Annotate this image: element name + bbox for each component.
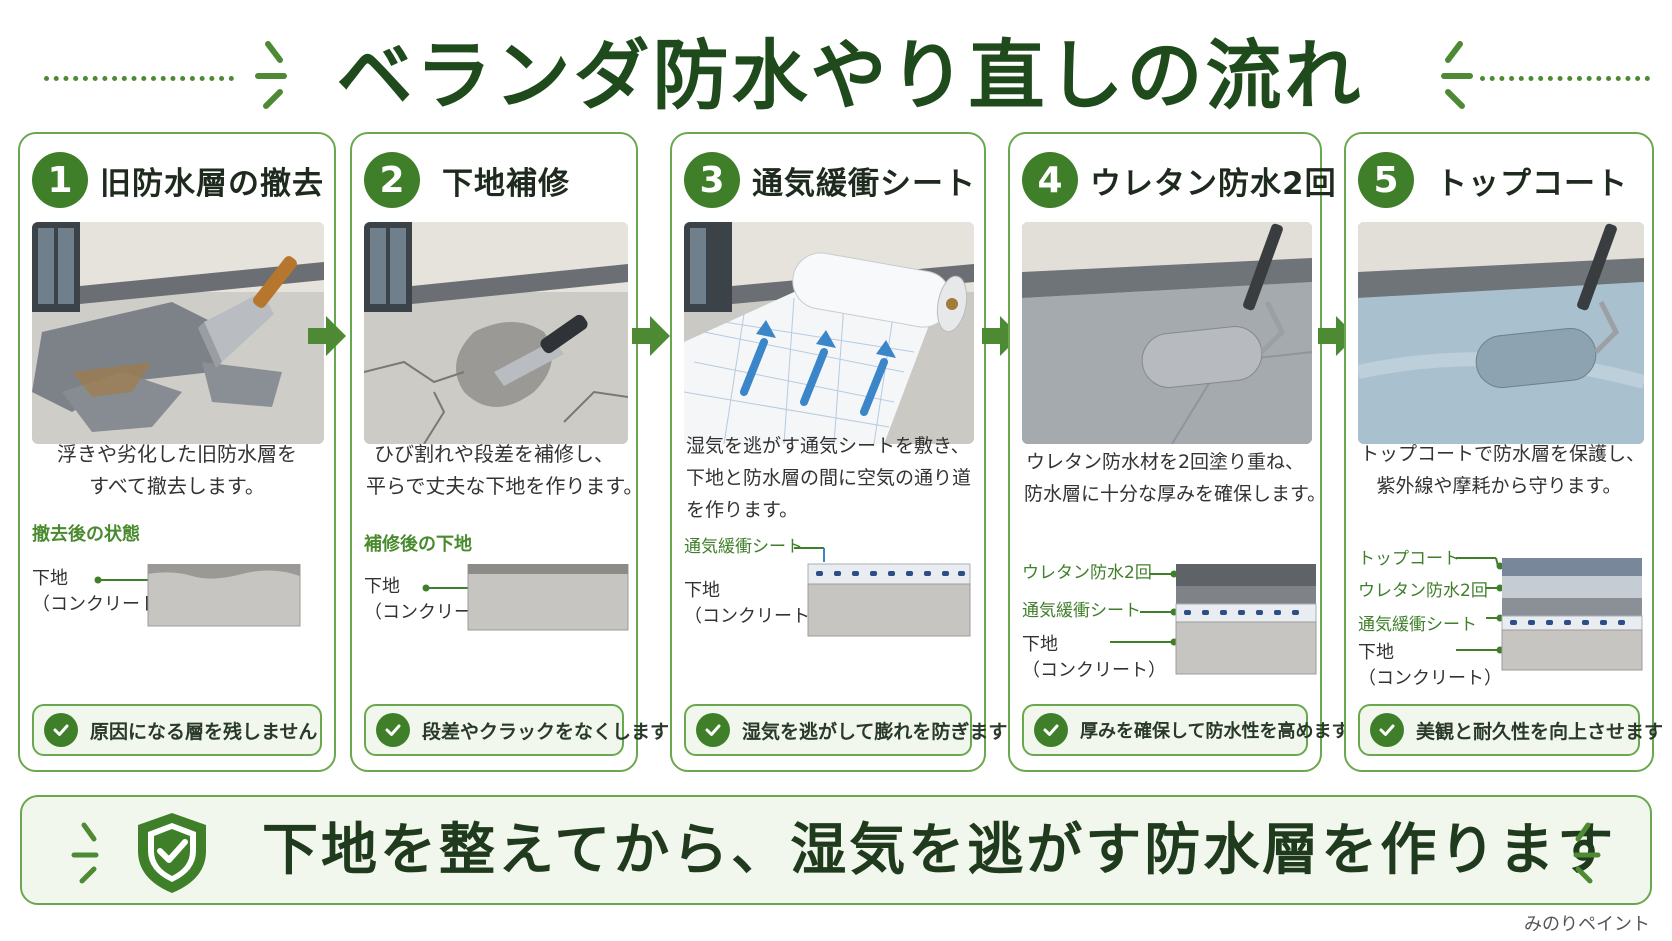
step-header: 1 旧防水層の撤去 xyxy=(32,152,324,208)
layer-label-base: 下地 （コンクリート） xyxy=(1022,632,1166,684)
step-description: 湿気を逃がす通気シートを敷き、 下地と防水層の間に空気の通り道 を作ります。 xyxy=(686,430,972,526)
sparkle-left-icon xyxy=(71,822,99,884)
check-pill: 厚みを確保して防水性を高めます xyxy=(1022,704,1349,756)
check-icon xyxy=(1034,713,1068,747)
step-title: ウレタン防水2回 xyxy=(1090,165,1337,202)
layer-name: 下地 xyxy=(684,580,720,601)
step-illustration xyxy=(364,222,628,444)
step-illustration xyxy=(684,222,974,444)
state-label: 補修後の下地 xyxy=(364,534,472,555)
layer-diagram xyxy=(422,564,629,631)
sparkle-left-icon xyxy=(255,41,287,109)
step-card-3: 3 通気緩衝シート 湿気を逃が xyxy=(670,132,1007,772)
check-text: 段差やクラックをなくします xyxy=(422,720,670,743)
state-label: 撤去後の状態 xyxy=(32,524,140,545)
check-text: 厚みを確保して防水性を高めます xyxy=(1080,721,1350,742)
layer-label-sheet: 通気緩衝シート xyxy=(684,537,803,557)
layer-label-base: 下地 （コンクリート） xyxy=(1358,640,1502,692)
step-card-4: 4 ウレタン防水2回 ウレタン防水材を2回塗り重ね、 防水層に十分な厚みを確保し… xyxy=(1008,132,1349,772)
check-icon xyxy=(44,713,78,747)
check-icon xyxy=(1370,713,1404,747)
sparkle-right-icon xyxy=(1441,41,1473,109)
description-line: トップコートで防水層を保護し、 xyxy=(1360,443,1646,465)
step-title: 下地補修 xyxy=(442,165,570,202)
layer-diagram xyxy=(794,547,971,637)
title-dots-right xyxy=(1480,76,1650,82)
description-line: を作ります。 xyxy=(686,499,799,521)
description-line: ひび割れや段差を補修し、 xyxy=(374,442,614,466)
layer-label-base: 下地 （コンクリート） xyxy=(32,566,176,618)
arrow-right-icon xyxy=(632,316,670,356)
check-pill: 美観と耐久性を向上させます xyxy=(1358,704,1663,756)
layer-label-sheet: 通気緩衝シート xyxy=(1358,615,1477,635)
page-title: ベランダ防水やり直しの流れ xyxy=(336,31,1364,120)
layer-sub: （コンクリート） xyxy=(684,606,828,627)
layer-diagram xyxy=(94,564,301,627)
step-number: 2 xyxy=(364,152,420,208)
step-title: トップコート xyxy=(1436,165,1628,202)
check-text: 湿気を逃がして膨れを防ぎます xyxy=(742,720,1008,743)
description-line: 紫外線や摩耗から守ります。 xyxy=(1376,475,1622,497)
step-number: 4 xyxy=(1022,152,1078,208)
layer-name: 下地 xyxy=(364,576,400,597)
step-title: 旧防水層の撤去 xyxy=(100,165,324,202)
step-description: トップコートで防水層を保護し、 紫外線や摩耗から守ります。 xyxy=(1360,438,1646,502)
layer-name: 下地 xyxy=(1022,634,1058,655)
layer-name: 下地 xyxy=(32,568,68,589)
step-number: 1 xyxy=(32,152,88,208)
step-title: 通気緩衝シート xyxy=(752,165,976,202)
step-number: 3 xyxy=(684,152,740,208)
description-line: ウレタン防水材を2回塗り重ね、 xyxy=(1025,451,1305,473)
step-illustration xyxy=(1022,222,1312,444)
description-line: 下地と防水層の間に空気の通り道 xyxy=(686,467,972,489)
check-text: 美観と耐久性を向上させます xyxy=(1416,720,1664,743)
description-line: 湿気を逃がす通気シートを敷き、 xyxy=(686,435,970,457)
description-line: すべて撤去します。 xyxy=(89,474,265,498)
layer-sub: （コンクリート） xyxy=(1358,668,1502,689)
check-pill: 湿気を逃がして膨れを防ぎます xyxy=(684,704,1007,756)
layer-label-urethane: ウレタン防水2回 xyxy=(1022,563,1152,583)
description-line: 平らで丈夫な下地を作ります。 xyxy=(366,474,644,498)
layer-diagram xyxy=(1456,557,1643,671)
layer-label-sheet: 通気緩衝シート xyxy=(1022,601,1141,621)
title-dots-left xyxy=(44,76,234,82)
step-header: 4 ウレタン防水2回 xyxy=(1022,152,1336,208)
description-line: 防水層に十分な厚みを確保します。 xyxy=(1024,483,1327,505)
step-description: ひび割れや段差を補修し、 平らで丈夫な下地を作ります。 xyxy=(366,438,644,502)
arrow-right-icon xyxy=(1318,316,1356,356)
arrow-right-icon xyxy=(982,316,1020,356)
summary-banner: 下地を整えてから、湿気を逃がす防水層を作ります xyxy=(20,795,1652,905)
step-card-2: 2 下地補修 ひび割れや段差を補修し、 平らで丈夫な下地を作ります。 補修後の下… xyxy=(350,132,669,772)
layer-label-urethane: ウレタン防水2回 xyxy=(1358,581,1488,601)
sparkle-right-icon xyxy=(1573,822,1601,884)
step-header: 2 下地補修 xyxy=(364,152,624,208)
step-header: 3 通気緩衝シート xyxy=(684,152,975,208)
arrow-right-icon xyxy=(308,316,346,356)
layer-label-base: 下地 （コンクリート） xyxy=(684,578,828,630)
summary-message: 下地を整えてから、湿気を逃がす防水層を作ります xyxy=(262,818,1617,883)
shield-check-icon xyxy=(138,813,206,893)
step-number: 5 xyxy=(1358,152,1414,208)
step-card-5: 5 トップコート トップコートで防水層を保護し、 紫外線や摩耗から守ります。 ト… xyxy=(1344,132,1663,772)
check-pill: 段差やクラックをなくします xyxy=(364,704,669,756)
title-row: ベランダ防水やり直しの流れ xyxy=(0,18,1672,128)
layer-diagram xyxy=(1110,564,1317,675)
check-pill: 原因になる層を残しません xyxy=(32,704,322,756)
brand-name: みのりペイント xyxy=(1524,914,1650,935)
layer-sub: （コンクリート） xyxy=(1022,660,1166,681)
step-description: 浮きや劣化した旧防水層を すべて撤去します。 xyxy=(34,438,320,502)
step-card-1: 1 旧防水層の撤去 浮きや劣化した旧防水層を すべて撤去します。 撤去後の状態 … xyxy=(18,132,336,772)
description-line: 浮きや劣化した旧防水層を xyxy=(57,442,297,466)
step-illustration xyxy=(32,222,324,444)
layer-sub: （コンクリート） xyxy=(32,594,176,615)
check-icon xyxy=(696,713,730,747)
step-header: 5 トップコート xyxy=(1358,152,1640,208)
check-text: 原因になる層を残しません xyxy=(90,720,318,743)
step-description: ウレタン防水材を2回塗り重ね、 防水層に十分な厚みを確保します。 xyxy=(1024,446,1327,510)
layer-name: 下地 xyxy=(1358,642,1394,663)
layer-label-topcoat: トップコート xyxy=(1358,549,1460,569)
check-icon xyxy=(376,713,410,747)
step-illustration xyxy=(1358,222,1644,444)
